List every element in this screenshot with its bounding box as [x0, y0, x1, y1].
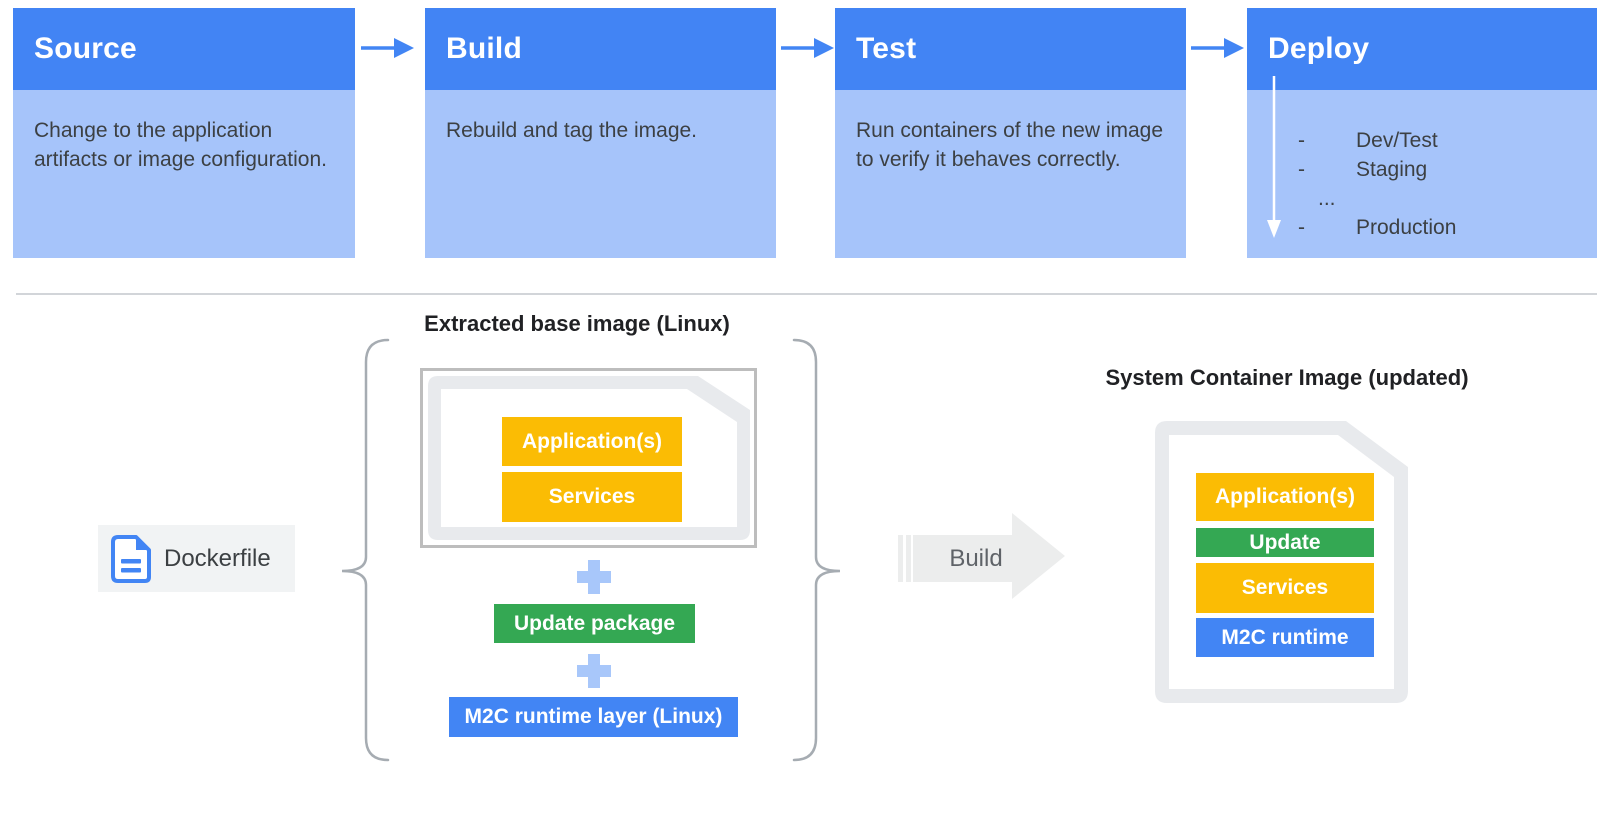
layer-label: M2C runtime layer (Linux) [464, 705, 723, 728]
plus-icon [577, 654, 611, 688]
layer-label: Update package [513, 611, 676, 635]
stage-source-title: Source [13, 8, 355, 90]
right-curly-brace-icon [792, 338, 841, 762]
result-layer-runtime: M2C runtime [1196, 618, 1374, 657]
deploy-env-row: - Staging [1247, 155, 1597, 184]
stage-build: Build Rebuild and tag the image. [425, 8, 776, 258]
layer-label: Application(s) [1215, 485, 1355, 508]
folded-page-icon [1155, 421, 1408, 703]
deploy-env-row: - Production [1247, 213, 1597, 242]
arrow-right-icon [361, 38, 414, 58]
left-curly-brace-icon [341, 338, 390, 762]
layer-services: Services [502, 472, 682, 522]
stage-deploy-title: Deploy [1247, 8, 1597, 90]
big-arrow-right-icon [898, 513, 1065, 599]
arrow-right-icon [781, 38, 834, 58]
stage-test-description: Run containers of the new image to verif… [835, 90, 1186, 258]
dockerfile-label: Dockerfile [164, 544, 271, 572]
arrow-right-icon [1191, 38, 1244, 58]
layer-m2c-runtime: M2C runtime layer (Linux) [449, 697, 738, 737]
stage-test-title: Test [835, 8, 1186, 90]
layer-applications: Application(s) [502, 417, 682, 466]
section-divider [16, 293, 1597, 295]
dockerfile-chip: Dockerfile [98, 525, 295, 592]
layer-label: M2C runtime [1221, 625, 1349, 649]
stage-source: Source Change to the application artifac… [13, 8, 355, 258]
stage-deploy-body: - Dev/Test - Staging ... - Production [1247, 90, 1597, 258]
layer-label: Update [1249, 530, 1321, 554]
bullet-dash: - [1298, 158, 1305, 181]
result-layer-update: Update [1196, 528, 1374, 557]
plus-icon [577, 560, 611, 594]
extracted-base-title: Extracted base image (Linux) [424, 311, 730, 336]
arrow-down-icon [1267, 76, 1281, 238]
document-icon [111, 534, 151, 583]
stage-deploy: Deploy - Dev/Test - Staging ... - Produc… [1247, 8, 1597, 258]
stage-source-description: Change to the application artifacts or i… [13, 90, 355, 258]
deploy-env-label: Production [1356, 216, 1457, 239]
layer-label: Services [548, 485, 636, 508]
deploy-env-row: - Dev/Test [1247, 126, 1597, 155]
build-arrow-label: Build [949, 544, 1003, 572]
deploy-ellipsis: ... [1318, 187, 1336, 210]
deploy-env-label: Staging [1356, 158, 1428, 181]
result-title: System Container Image (updated) [1105, 365, 1469, 390]
result-layer-services: Services [1196, 563, 1374, 613]
stage-build-title: Build [425, 8, 776, 90]
layer-update-package: Update package [494, 604, 695, 643]
bullet-dash: - [1298, 216, 1305, 239]
deploy-env-row: ... [1247, 184, 1597, 213]
bullet-dash: - [1298, 129, 1305, 152]
result-layer-applications: Application(s) [1196, 473, 1374, 521]
deploy-env-label: Dev/Test [1356, 129, 1438, 152]
layer-label: Application(s) [522, 429, 662, 453]
stage-build-description: Rebuild and tag the image. [425, 90, 776, 258]
stage-test: Test Run containers of the new image to … [835, 8, 1186, 258]
layer-label: Services [1241, 576, 1329, 599]
